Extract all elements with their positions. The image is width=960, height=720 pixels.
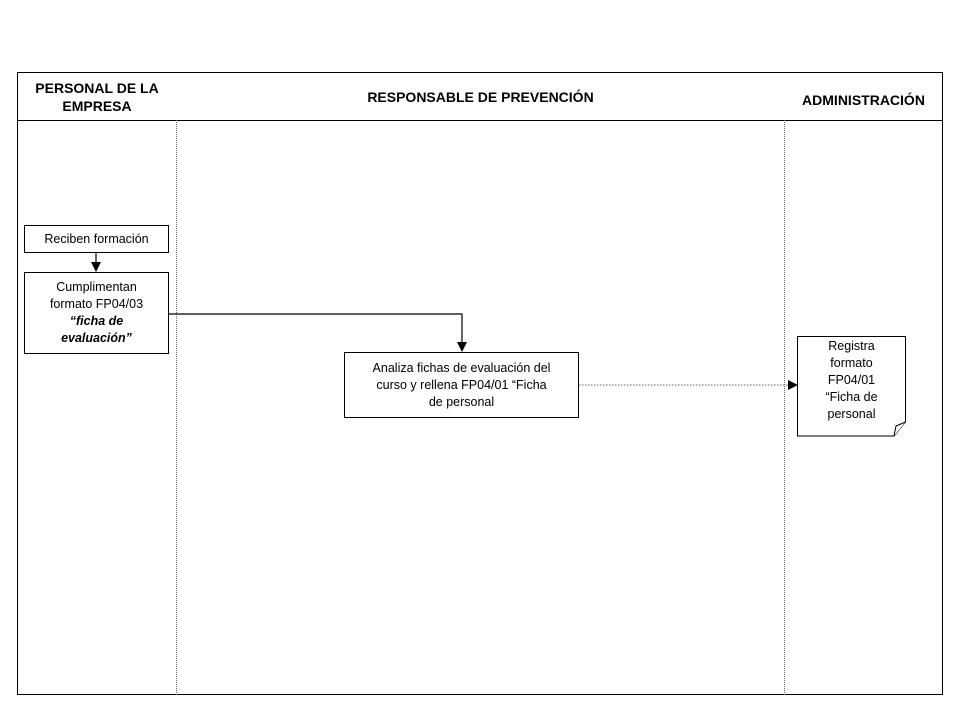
node-analiza-fichas: Analiza fichas de evaluación del curso y… — [344, 352, 579, 418]
node-analiza-line1: Analiza fichas de evaluación del — [372, 360, 551, 375]
node-reciben-formacion: Reciben formación — [24, 225, 169, 253]
node-cumplimentan-formato: Cumplimentan formato FP04/03 “ficha de e… — [24, 272, 169, 354]
node-registra-line4: “Ficha de — [825, 390, 878, 404]
lane-divider-1 — [176, 120, 177, 695]
node-reciben-text: Reciben formación — [44, 231, 149, 246]
node-cumplimentan-line4: evaluación” — [61, 331, 132, 345]
node-cumplimentan-line3: “ficha de — [69, 314, 124, 328]
header-separator — [17, 120, 943, 121]
document-shape — [797, 336, 906, 437]
node-registra-line3: FP04/01 — [827, 373, 876, 387]
node-registra-formato: Registra formato FP04/01 “Ficha de perso… — [797, 338, 906, 426]
node-analiza-line2: curso y rellena FP04/01 “Ficha — [376, 377, 547, 392]
node-analiza-line3: de personal — [428, 394, 495, 409]
node-cumplimentan-line1: Cumplimentan — [56, 280, 137, 294]
lane-title-personal: PERSONAL DE LA EMPRESA — [35, 80, 159, 114]
arrow-cumplimentan-to-analiza — [168, 313, 467, 352]
node-registra-line2: formato — [830, 356, 873, 370]
node-cumplimentan-line2: formato FP04/03 — [49, 297, 144, 311]
lane-divider-2 — [784, 120, 785, 695]
node-registra-line5: personal — [827, 407, 876, 421]
node-registra-line1: Registra — [828, 339, 875, 353]
lane-title-responsable: RESPONSABLE DE PREVENCIÓN — [367, 89, 594, 105]
lane-title-administracion: ADMINISTRACIÓN — [802, 92, 925, 108]
swimlane-frame — [17, 72, 943, 695]
